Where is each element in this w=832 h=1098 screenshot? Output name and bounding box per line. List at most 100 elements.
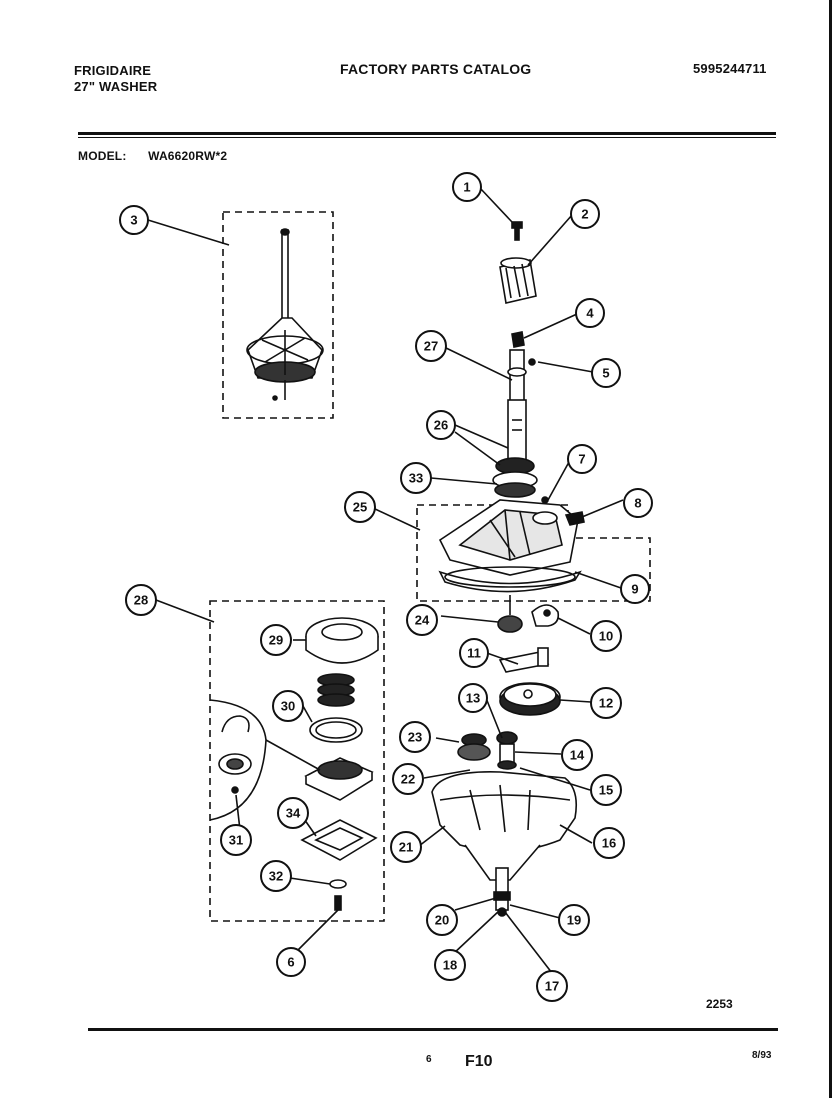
callout-label: 13 [466, 691, 480, 706]
part-30-oring [309, 717, 363, 743]
callout-label: 5 [602, 366, 609, 381]
callout-label: 20 [435, 913, 449, 928]
diagram-code: 2253 [706, 997, 733, 1011]
callout-label: 17 [545, 979, 559, 994]
part-27-shaft [507, 331, 536, 461]
callout-22: 22 [392, 763, 424, 795]
part-10-cam [531, 604, 560, 627]
part-3-shaft-assembly [246, 228, 324, 401]
callout-label: 18 [443, 958, 457, 973]
callout-label: 31 [229, 833, 243, 848]
callout-31: 31 [220, 824, 252, 856]
callout-10: 10 [590, 620, 622, 652]
callout-12: 12 [590, 687, 622, 719]
part-13-14-gears [496, 731, 518, 770]
page-number: 6 [426, 1054, 432, 1065]
callout-14: 14 [561, 739, 593, 771]
callout-19: 19 [558, 904, 590, 936]
callout-label: 14 [570, 748, 585, 763]
group-box-25 [416, 504, 651, 602]
model-label: MODEL: [78, 149, 127, 163]
callout-27: 27 [415, 330, 447, 362]
part-23-gear [457, 733, 491, 761]
callout-29: 29 [260, 624, 292, 656]
callout-label: 4 [586, 306, 594, 321]
snap-ring [221, 715, 250, 733]
part-34-gasket [300, 819, 378, 861]
callout-label: 19 [567, 913, 581, 928]
callout-21: 21 [390, 831, 422, 863]
callout-33: 33 [400, 462, 432, 494]
callout-8: 8 [623, 488, 653, 518]
callout-label: 32 [269, 869, 283, 884]
callout-23: 23 [399, 721, 431, 753]
part-6-screw [334, 895, 342, 911]
callout-20: 20 [426, 904, 458, 936]
callout-label: 2 [581, 207, 588, 222]
page-id: F10 [465, 1053, 493, 1070]
brand-name: FRIGIDAIRE [74, 63, 152, 78]
seal-spring [317, 673, 355, 707]
callout-3: 3 [119, 205, 149, 235]
callout-6: 6 [276, 947, 306, 977]
callout-label: 27 [424, 339, 438, 354]
callout-7: 7 [567, 444, 597, 474]
model-line: MODEL: WA6620RW*2 [78, 149, 227, 163]
callout-label: 24 [415, 613, 430, 628]
part-26-33-seals [492, 457, 538, 498]
date-code: 8/93 [752, 1050, 772, 1061]
group-box-28 [209, 600, 385, 922]
callout-label: 21 [399, 840, 413, 855]
callout-label: 6 [287, 955, 294, 970]
bearing-block [304, 757, 374, 801]
callout-24: 24 [406, 604, 438, 636]
callout-label: 22 [401, 772, 415, 787]
callout-label: 16 [602, 836, 616, 851]
callout-17: 17 [536, 970, 568, 1002]
callout-32: 32 [260, 860, 292, 892]
callout-2: 2 [570, 199, 600, 229]
part-31-ball [231, 786, 239, 794]
callout-1: 1 [452, 172, 482, 202]
callout-13: 13 [458, 683, 488, 713]
callout-34: 34 [277, 797, 309, 829]
callout-30: 30 [272, 690, 304, 722]
callout-label: 12 [599, 696, 613, 711]
callout-label: 3 [130, 213, 137, 228]
part-32-washer [329, 879, 347, 889]
callout-label: 9 [631, 582, 638, 597]
part-12-gear [499, 682, 561, 716]
callout-label: 7 [578, 452, 585, 467]
callout-label: 26 [434, 418, 448, 433]
footer-rule [88, 1028, 778, 1031]
callout-label: 25 [353, 500, 367, 515]
part-2-coupling [499, 257, 537, 304]
callout-label: 10 [599, 629, 613, 644]
callout-4: 4 [575, 298, 605, 328]
model-value: WA6620RW*2 [148, 149, 228, 163]
callout-label: 8 [634, 496, 641, 511]
header-rule [78, 132, 776, 135]
header-rule-thin [78, 137, 776, 138]
part-21-gearcase [431, 771, 578, 897]
callout-label: 30 [281, 699, 295, 714]
part-29-seal [305, 617, 379, 664]
brand-block: FRIGIDAIRE 27" WASHER [74, 63, 157, 95]
part-1-screw [511, 221, 523, 241]
callout-15: 15 [590, 774, 622, 806]
callout-label: 1 [463, 180, 470, 195]
callout-5: 5 [591, 358, 621, 388]
callout-label: 29 [269, 633, 283, 648]
callout-label: 28 [134, 593, 148, 608]
callout-label: 34 [286, 806, 301, 821]
callout-16: 16 [593, 827, 625, 859]
catalog-title: FACTORY PARTS CATALOG [340, 61, 532, 77]
product-name: 27" WASHER [74, 79, 158, 94]
part-11-crank [498, 647, 550, 673]
part-25-cover [438, 496, 585, 593]
callout-label: 15 [599, 783, 613, 798]
catalog-number: 5995244711 [693, 61, 767, 76]
callout-28: 28 [125, 584, 157, 616]
callout-label: 23 [408, 730, 422, 745]
